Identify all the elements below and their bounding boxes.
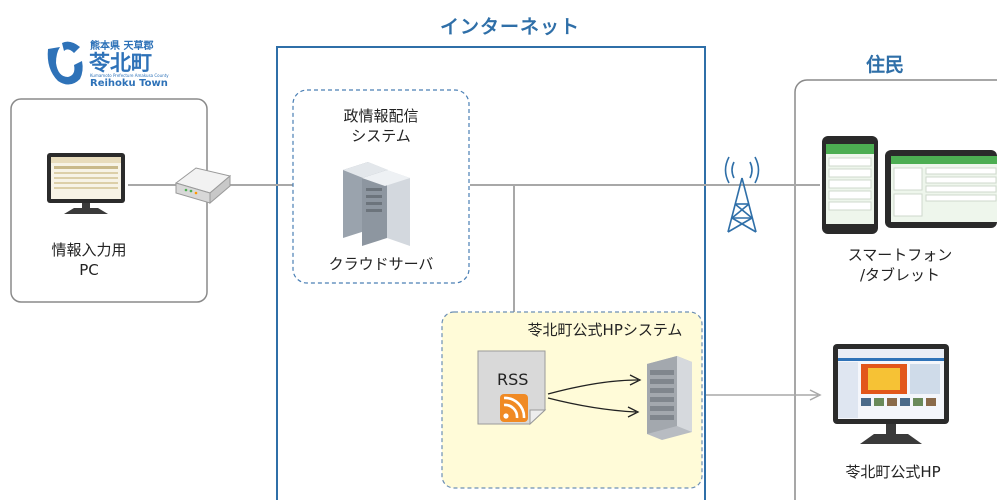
hp-arrow-head: [809, 389, 822, 401]
town-logo: 熊本県 天草郡 苓北町 Kumamoto Prefecture Amakusa …: [44, 37, 174, 93]
router-icon: [174, 167, 232, 205]
logo-english-sub: Kumamoto Prefecture Amakusa County: [90, 73, 169, 78]
cloud-server-icon: [343, 162, 410, 246]
tablet-icon: [885, 150, 997, 228]
smartphone-label-line1: スマートフォン: [847, 246, 953, 264]
cloud-system-title-line2: システム: [351, 127, 411, 145]
input-pc-monitor-icon: [47, 153, 125, 214]
logo-english: Reihoku Town: [90, 78, 168, 89]
input-pc-label-line2: PC: [79, 261, 99, 279]
internet-frame: [276, 46, 706, 500]
internet-title: インターネット: [440, 16, 581, 38]
residents-title: 住民: [866, 54, 905, 76]
smartphone-label-line2: /タブレット: [859, 266, 941, 284]
logo-emblem-icon: [47, 41, 83, 85]
rss-arrow-2: [547, 397, 637, 413]
smartphone-label: スマートフォン /タブレット: [830, 245, 970, 285]
logo-town-name: 苓北町: [89, 51, 152, 75]
cloud-server-label: クラウドサーバ: [328, 255, 434, 273]
rss-arrow-1: [547, 379, 639, 395]
official-hp-label: 苓北町公式HP: [845, 463, 941, 481]
antenna-tower-icon: [724, 156, 760, 233]
input-pc-label-line1: 情報入力用: [51, 241, 127, 259]
smartphone-icon: [822, 136, 878, 234]
cloud-system-title: 政情報配信 システム: [316, 106, 446, 146]
hp-system-title: 苓北町公式HPシステム: [527, 321, 683, 339]
rss-label: RSS: [497, 370, 529, 389]
rss-document-icon: [477, 350, 547, 426]
official-hp-monitor-icon: [833, 344, 949, 444]
cloud-system-title-line1: 政情報配信: [343, 107, 419, 125]
input-pc-label: 情報入力用 PC: [36, 240, 142, 280]
hp-server-icon: [647, 356, 692, 440]
logo-prefecture: 熊本県 天草郡: [90, 41, 154, 52]
